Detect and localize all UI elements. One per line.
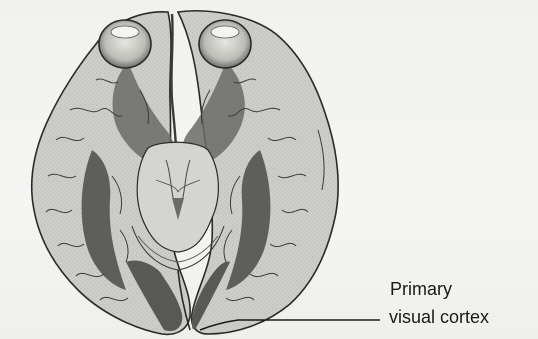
annotation-label-line1: Primary xyxy=(390,278,452,300)
longitudinal-fissure xyxy=(171,14,176,150)
annotation-label-line2: visual cortex xyxy=(389,306,489,328)
